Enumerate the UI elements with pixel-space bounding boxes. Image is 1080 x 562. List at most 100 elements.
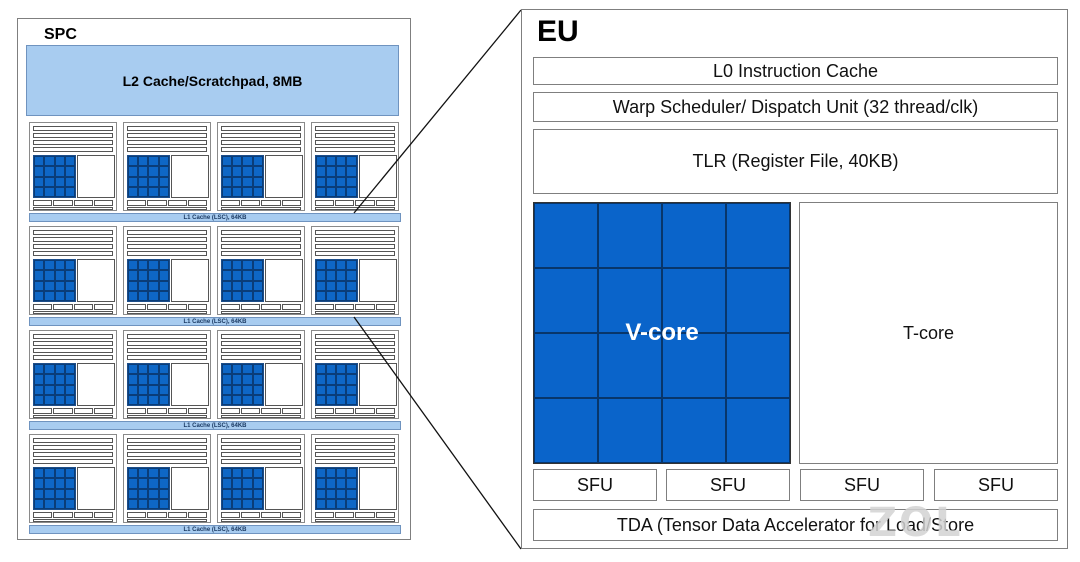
- mini-sfu: [167, 200, 187, 206]
- mini-vcore-cell: [44, 270, 55, 281]
- mini-vcore-cell: [34, 270, 45, 281]
- mini-tile-bar: [220, 452, 302, 457]
- mini-vcore-cell: [127, 394, 139, 405]
- mini-tcore-box: [264, 155, 303, 198]
- mini-tile-bar: [220, 147, 302, 152]
- mini-tile-bar: [220, 140, 302, 145]
- vcore-label: V-core: [625, 319, 699, 346]
- mini-vcore-cell: [64, 478, 75, 489]
- mini-sfu: [261, 200, 281, 206]
- mini-vcore-cell: [44, 374, 55, 385]
- mini-tcore-box: [77, 259, 115, 302]
- vcore-cell: [534, 333, 598, 398]
- mini-vcore-cell: [158, 468, 169, 479]
- mini-sfu: [281, 512, 302, 518]
- mini-vcore-cell: [221, 394, 232, 405]
- mini-tile-bar: [220, 237, 302, 242]
- eu-mini-tile: [216, 122, 306, 211]
- eu-mini-tile: [29, 122, 118, 211]
- mini-sfu: [147, 408, 167, 414]
- mini-vcore-cell: [325, 374, 337, 385]
- mini-vcore-cell: [158, 186, 169, 197]
- mini-vcore-cell: [127, 166, 139, 177]
- mini-vcore-cell: [148, 468, 159, 479]
- mini-vcore-cell: [158, 166, 169, 177]
- mini-vcore-cell: [252, 374, 263, 385]
- mini-vcore-cell: [252, 384, 263, 395]
- mini-vcore-cell: [44, 280, 55, 291]
- mini-tile-bar: [220, 438, 302, 443]
- mini-vcore-cell: [242, 156, 253, 167]
- mini-sfu: [53, 200, 73, 206]
- mini-tda-bar: [314, 415, 395, 418]
- mini-vcore-cell: [346, 468, 357, 479]
- mini-sfu: [73, 200, 94, 206]
- mini-sfu: [187, 200, 208, 206]
- mini-tile-bar: [220, 355, 302, 360]
- mini-vcore-cell: [54, 280, 65, 291]
- vcore-cell: [726, 333, 790, 398]
- mini-tile-bar: [314, 452, 395, 457]
- mini-tile-bar: [126, 140, 208, 145]
- mini-vcore-cell: [252, 176, 263, 187]
- mini-vcore-cell: [221, 166, 232, 177]
- mini-vcore-cell: [252, 478, 263, 489]
- mini-vcore-cell: [315, 478, 326, 489]
- mini-vcore-cell: [221, 156, 232, 167]
- mini-tcore-box: [170, 259, 209, 302]
- mini-tcore-box: [358, 467, 397, 510]
- sfu-unit: SFU: [800, 469, 924, 501]
- mini-tile-bar: [314, 133, 395, 138]
- mini-vcore-cell: [242, 176, 253, 187]
- mini-vcore-cell: [44, 468, 55, 479]
- mini-vcore-cell: [252, 498, 263, 509]
- mini-vcore-cell: [232, 186, 243, 197]
- mini-vcore-cell: [336, 384, 347, 395]
- mini-vcore-cell: [54, 488, 65, 499]
- mini-vcore-cell: [221, 270, 232, 281]
- mini-vcore-cell: [64, 166, 75, 177]
- mini-vcore-grid: [33, 467, 76, 510]
- mini-tcore-box: [77, 363, 115, 406]
- mini-sfu: [187, 512, 208, 518]
- mini-vcore-cell: [44, 394, 55, 405]
- mini-vcore-cell: [346, 260, 357, 271]
- mini-tda-bar: [126, 415, 208, 418]
- mini-sfu: [355, 408, 375, 414]
- mini-vcore-cell: [148, 498, 159, 509]
- mini-vcore-cell: [138, 394, 149, 405]
- mini-vcore-cell: [346, 186, 357, 197]
- mini-vcore-grid: [33, 259, 76, 302]
- mini-vcore-cell: [158, 280, 169, 291]
- mini-vcore-cell: [325, 280, 337, 291]
- mini-vcore-cell: [44, 488, 55, 499]
- mini-vcore-cell: [232, 478, 243, 489]
- mini-tda-bar: [33, 415, 114, 418]
- mini-sfu-row: [314, 304, 395, 310]
- mini-vcore-cell: [242, 384, 253, 395]
- vcore-cell: [726, 268, 790, 333]
- mini-tcore-box: [77, 467, 115, 510]
- mini-vcore-cell: [158, 364, 169, 375]
- mini-vcore-cell: [232, 166, 243, 177]
- mini-vcore-cell: [232, 156, 243, 167]
- mini-vcore-cell: [127, 260, 139, 271]
- mini-sfu: [314, 200, 334, 206]
- mini-sfu: [375, 200, 395, 206]
- mini-vcore-cell: [315, 156, 326, 167]
- mini-vcore-cell: [138, 364, 149, 375]
- mini-vcore-cell: [54, 374, 65, 385]
- mini-vcore-cell: [325, 478, 337, 489]
- mini-vcore-cell: [158, 498, 169, 509]
- eu-mini-tile: [122, 122, 212, 211]
- mini-sfu: [33, 512, 53, 518]
- mini-vcore-cell: [232, 270, 243, 281]
- mini-vcore-cell: [148, 384, 159, 395]
- mini-vcore-cell: [325, 260, 337, 271]
- mini-sfu: [147, 512, 167, 518]
- mini-vcore-cell: [158, 260, 169, 271]
- mini-vcore-cell: [336, 374, 347, 385]
- mini-vcore-cell: [64, 364, 75, 375]
- mini-tile-bar: [314, 445, 395, 450]
- mini-tile-bar: [126, 334, 208, 339]
